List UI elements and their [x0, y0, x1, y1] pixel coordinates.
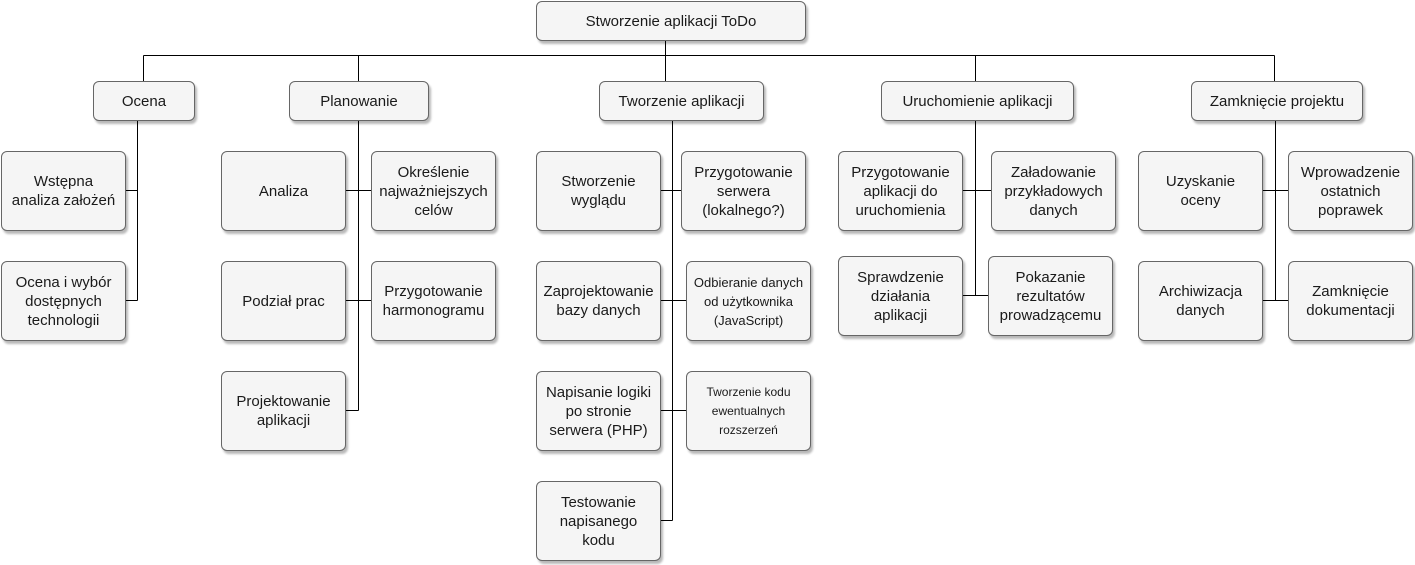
- task-archiwizacja-danych: Archiwizacja danych: [1138, 261, 1263, 341]
- phase-planowanie: Planowanie: [289, 81, 429, 121]
- task-sprawdzenie-dzialania: Sprawdzenie działania aplikacji: [838, 256, 963, 336]
- task-wprowadzenie-poprawek: Wprowadzenie ostatnich poprawek: [1288, 151, 1413, 231]
- task-logika-serwera: Napisanie logiki po stronie serwera (PHP…: [536, 371, 661, 451]
- task-stworzenie-wygladu: Stworzenie wyglądu: [536, 151, 661, 231]
- task-analiza: Analiza: [221, 151, 346, 231]
- task-uzyskanie-oceny: Uzyskanie oceny: [1138, 151, 1263, 231]
- task-zamkniecie-dokumentacji: Zamknięcie dokumentacji: [1288, 261, 1413, 341]
- phase-zamkniecie-projektu: Zamknięcie projektu: [1191, 81, 1363, 121]
- phase-tworzenie-aplikacji: Tworzenie aplikacji: [599, 81, 764, 121]
- task-zaladowanie-danych: Załadowanie przykładowych danych: [991, 151, 1116, 231]
- phase-ocena: Ocena: [93, 81, 195, 121]
- task-odbieranie-danych: Odbieranie danych od użytkownika (JavaSc…: [686, 261, 811, 341]
- task-pokazanie-rezultatow: Pokazanie rezultatów prowadzącemu: [988, 256, 1113, 336]
- task-przygotowanie-uruchomienia: Przygotowanie aplikacji do uruchomienia: [838, 151, 963, 231]
- task-projektowanie-aplikacji: Projektowanie aplikacji: [221, 371, 346, 451]
- task-kod-rozszerzen: Tworzenie kodu ewentualnych rozszerzeń: [686, 371, 811, 451]
- task-zaprojektowanie-bazy: Zaprojektowanie bazy danych: [536, 261, 661, 341]
- phase-uruchomienie-aplikacji: Uruchomienie aplikacji: [881, 81, 1074, 121]
- task-przygotowanie-harmonogramu: Przygotowanie harmonogramu: [371, 261, 496, 341]
- task-wstepna-analiza: Wstępna analiza założeń: [1, 151, 126, 231]
- task-przygotowanie-serwera: Przygotowanie serwera (lokalnego?): [681, 151, 806, 231]
- task-testowanie-kodu: Testowanie napisanego kodu: [536, 481, 661, 561]
- task-ocena-wybor-technologii: Ocena i wybór dostępnych technologii: [1, 261, 126, 341]
- task-podzial-prac: Podział prac: [221, 261, 346, 341]
- root-node: Stworzenie aplikacji ToDo: [536, 1, 806, 41]
- task-okreslenie-celow: Określenie najważniejszych celów: [371, 151, 496, 231]
